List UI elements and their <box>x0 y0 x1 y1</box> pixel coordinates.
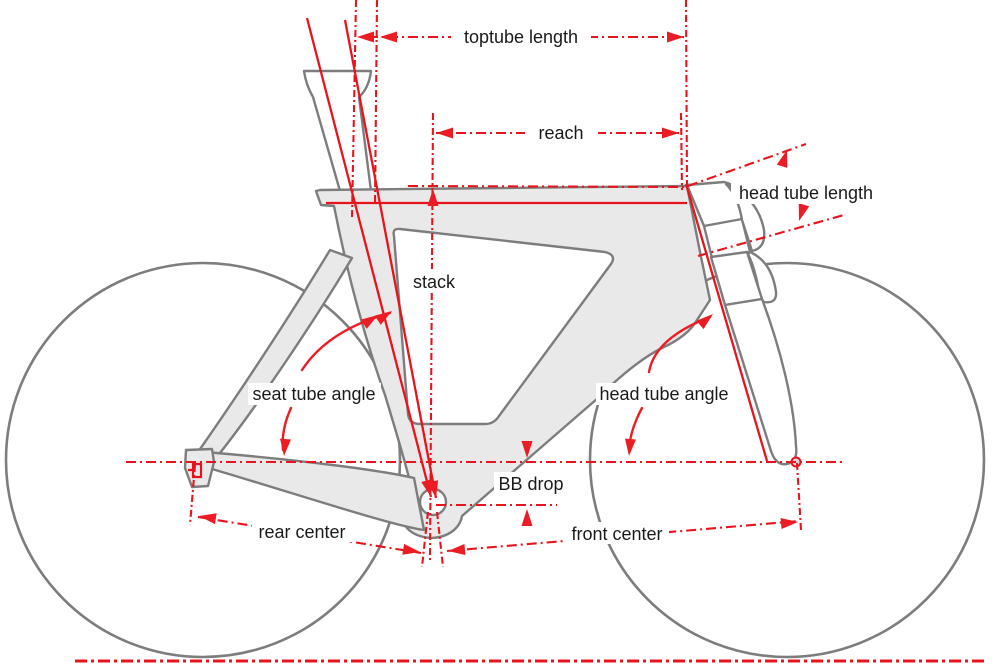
rear-dropout <box>183 447 216 489</box>
seat-tube-axis-line <box>343 19 438 499</box>
head-tube-length-up-arrow <box>776 150 788 168</box>
head-tube-length-label-bg <box>731 181 881 204</box>
head-tube-top-vertical <box>684 0 689 189</box>
head-tube-angle-label-bg <box>596 383 733 405</box>
head-tube-angle-label: head tube angle <box>599 384 728 404</box>
front-center-line <box>446 519 800 553</box>
brake-fairing-lower <box>746 250 778 304</box>
seat-tube-line-bb-arrow <box>427 480 439 498</box>
stack-up-arrow <box>427 189 439 206</box>
front-center-left-arrow <box>448 544 466 555</box>
labels: toptube length reach head tube length st… <box>248 25 881 544</box>
arrowheads <box>199 31 810 555</box>
fork-blade <box>723 297 798 466</box>
bb-drop-up-arrow <box>521 509 533 526</box>
toptube-left-arrow-1 <box>357 31 374 43</box>
rear-axle-mark <box>188 462 203 479</box>
stack-top-line <box>407 184 689 189</box>
wheels <box>4 261 986 659</box>
seatpost-axis-line <box>305 17 433 498</box>
head-tube-length-down-arrow <box>798 203 810 221</box>
head-tube-angle-arrow <box>696 314 713 330</box>
seat-tube-axis-extension <box>435 511 445 568</box>
head-tube-angle-down-arrow <box>625 438 636 456</box>
toptube-left-arrow-2 <box>380 31 397 43</box>
bb-drop-down-arrow <box>521 441 533 458</box>
stack-label-bg <box>406 269 463 293</box>
reach-label-bg <box>525 121 598 145</box>
rear-axle-vertical <box>188 464 197 526</box>
seat-tube-angle-label: seat tube angle <box>252 384 375 404</box>
bb-drop-label: BB drop <box>498 474 563 494</box>
bb-drop-label-bg <box>494 472 569 495</box>
seat-tube-top-vertical <box>373 0 379 206</box>
chain-stay <box>203 450 426 532</box>
front-center-label: front center <box>571 524 662 544</box>
stack-label: stack <box>413 272 456 292</box>
seatpost-axis-extension <box>420 511 430 568</box>
head-tube-axis-line <box>684 183 769 462</box>
reach-right-arrow <box>662 127 679 139</box>
reach-left-arrow <box>436 127 453 139</box>
seat-tube-angle-label-bg <box>248 383 381 405</box>
front-axle-vertical <box>795 462 803 531</box>
rear-center-label-bg <box>252 520 352 542</box>
toptube-length-label: toptube length <box>464 27 578 47</box>
measurement-lines <box>75 0 988 663</box>
head-tube-length-label: head tube length <box>739 183 873 203</box>
front-center-label-bg <box>566 522 669 544</box>
rear-center-right-arrow <box>402 543 420 555</box>
seat-tube-angle-arrow-1 <box>360 315 378 329</box>
seatpost <box>302 69 373 193</box>
head-tube-length-lower-line <box>697 213 845 258</box>
bottom-bracket <box>418 487 448 517</box>
rear-wheel <box>4 261 402 659</box>
head-tube-length-upper-line <box>687 143 807 187</box>
seatpost-top-vertical <box>350 0 358 220</box>
rear-center-line <box>197 515 422 555</box>
reach-label: reach <box>538 123 583 143</box>
front-wheel <box>588 261 986 659</box>
seat-stay <box>196 248 354 465</box>
rear-center-left-arrow <box>199 513 217 525</box>
toptube-length-label-bg <box>451 25 591 49</box>
toptube-right-arrow <box>667 31 684 43</box>
seat-tube-angle-arrow-2 <box>374 311 392 325</box>
front-center-right-arrow <box>780 518 798 529</box>
reach-right-vertical <box>679 112 684 191</box>
rear-center-label: rear center <box>258 522 345 542</box>
frame <box>183 184 802 539</box>
seat-tube-angle-down-arrow <box>280 438 291 456</box>
